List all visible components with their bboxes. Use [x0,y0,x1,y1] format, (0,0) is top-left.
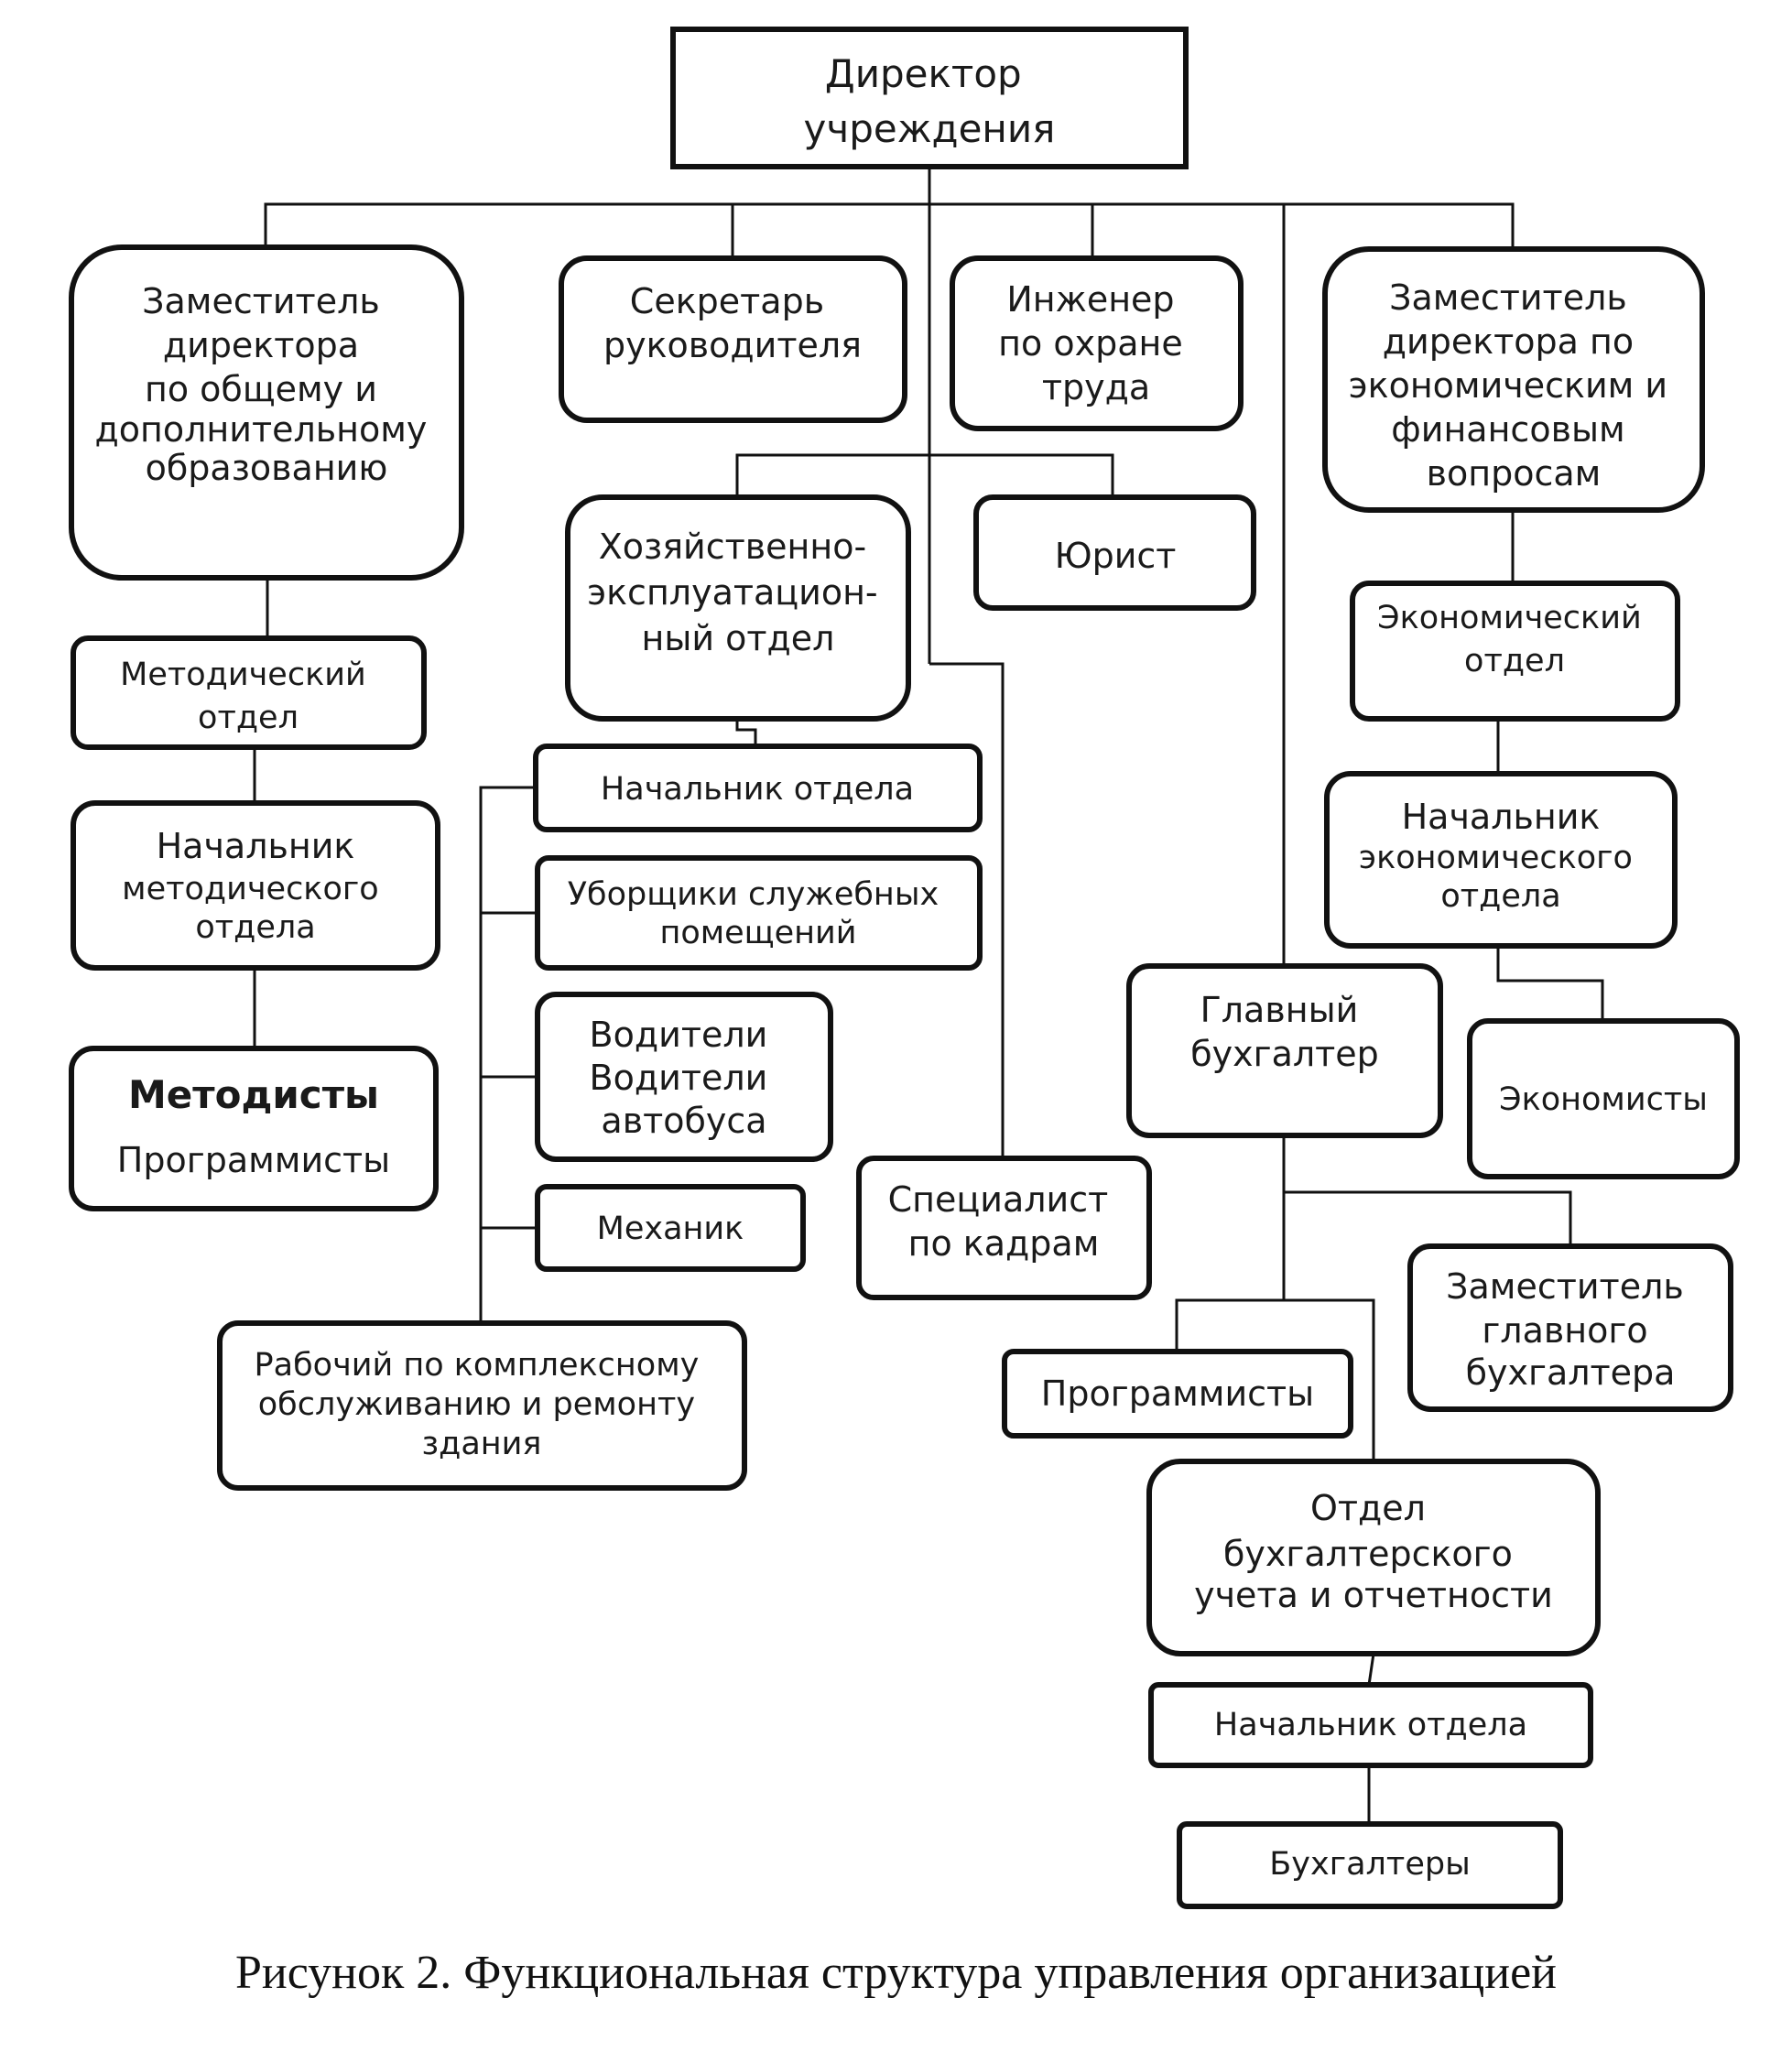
label-mechanic: Механик [597,1211,744,1247]
label-economists: Экономисты [1499,1081,1708,1118]
node-safety-engineer [950,255,1244,431]
node-econ-dept [1350,581,1680,722]
connector-maint-bus [479,786,536,1323]
node-deputy-general [69,244,464,581]
label-econ-head: Начальник [1402,797,1601,837]
node-mechanic [535,1184,806,1272]
node-hr-specialist [856,1156,1152,1300]
node-maint-head [533,744,983,832]
label-accountants: Бухгалтеры [1269,1846,1470,1883]
label-econ-head-rest: экономического отдела [1359,840,1643,915]
label-secretary: Секретарь руководителя [603,281,862,365]
label-chief-accountant: Главный бухгалтер [1190,990,1379,1074]
label-repair-worker: Рабочий по комплексному обслуживанию и р… [255,1347,710,1462]
node-accounting-dept [1146,1459,1601,1656]
label-director: Директор учреждения [804,51,1056,151]
label-hr-specialist: Специалист по кадрам [888,1179,1120,1264]
connector-hr [929,662,1005,1158]
label-drivers: Водители Водители автобуса [590,1015,779,1141]
label-deputy-general: Заместитель директора по общему и дополн… [95,281,439,488]
node-economists [1467,1018,1740,1179]
label-deputy-econ: Заместитель директора по экономическим и… [1349,277,1678,494]
connector-accounting [1284,1298,1375,1461]
node-chief-accountant [1126,963,1443,1138]
label-lawyer: Юрист [1055,536,1177,576]
node-programmers [1002,1349,1353,1439]
label-programmers: Программисты [1041,1373,1314,1414]
label-maint-head: Начальник отдела [601,771,914,808]
node-deputy-chief-accountant [1407,1243,1733,1412]
node-repair-worker [217,1320,747,1491]
node-methodists [69,1046,439,1211]
connector-economists [1496,946,1604,1021]
label-methodists-sub: Программисты [117,1140,390,1180]
connector-maint-head [735,719,757,746]
node-secretary [559,255,907,423]
node-drivers [535,992,833,1162]
connector-lines [253,167,1604,1824]
connector-programmers [1175,1298,1284,1352]
node-director [670,27,1189,169]
connector-deputy-chief [1284,1190,1572,1246]
node-deputy-econ [1322,246,1705,513]
connector-director-row [264,202,1515,249]
label-method-dept: Методический отдел [120,657,376,736]
node-method-dept [71,635,427,750]
node-method-head [71,800,440,971]
label-method-head: Начальник [157,826,355,866]
label-accounting-dept: Отдел бухгалтерского учета и отчетности [1194,1488,1553,1615]
node-accountants [1177,1821,1563,1909]
label-methodists: Методисты [128,1072,379,1117]
label-cleaners: Уборщики служебных помещений [568,876,950,951]
label-safety-engineer: Инженер по охране труда [998,279,1194,407]
label-econ-dept: Экономический отдел [1377,600,1652,679]
label-method-head-rest: методического отдела [122,871,389,946]
node-maintenance-dept [565,494,911,722]
connector-acc-head [1367,1653,1375,1686]
node-econ-head [1324,771,1678,949]
figure-caption: Рисунок 2. Функциональная структура упра… [235,1947,1557,1999]
label-accounting-head: Начальник отдела [1214,1707,1527,1743]
node-lawyer [973,494,1256,611]
node-accounting-head [1148,1682,1593,1768]
label-maintenance-dept: Хозяйственно- эксплуатацион- ный отдел [587,527,889,658]
label-deputy-chief-accountant: Заместитель главного бухгалтера [1446,1266,1695,1393]
connector-maint-lawyer [735,453,1114,497]
node-cleaners [535,855,983,971]
